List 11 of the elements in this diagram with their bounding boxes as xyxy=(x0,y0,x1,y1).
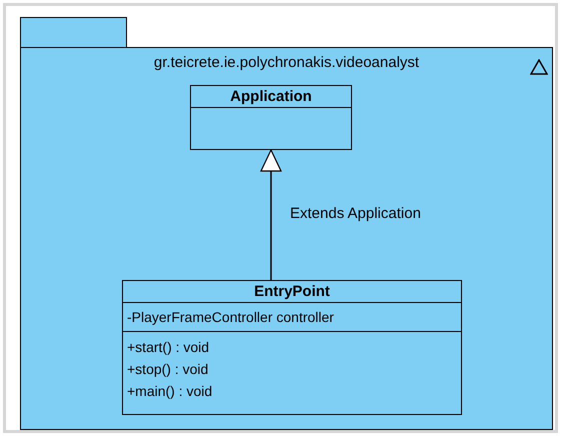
attribute-text: -PlayerFrameController controller xyxy=(127,308,335,326)
class-name: EntryPoint xyxy=(254,284,330,299)
operation-text: +stop() : void xyxy=(127,360,210,379)
class-box xyxy=(190,85,352,150)
class-box xyxy=(122,280,462,415)
package-name: gr.teicrete.ie.polychronakis.videoanalyst xyxy=(154,53,420,73)
inheritance-arrow xyxy=(260,149,282,280)
edge-label: Extends Application xyxy=(290,204,421,224)
class-name: Application xyxy=(230,89,312,104)
operation-text: +start() : void xyxy=(127,338,210,357)
operation-text: +main() : void xyxy=(127,382,214,401)
